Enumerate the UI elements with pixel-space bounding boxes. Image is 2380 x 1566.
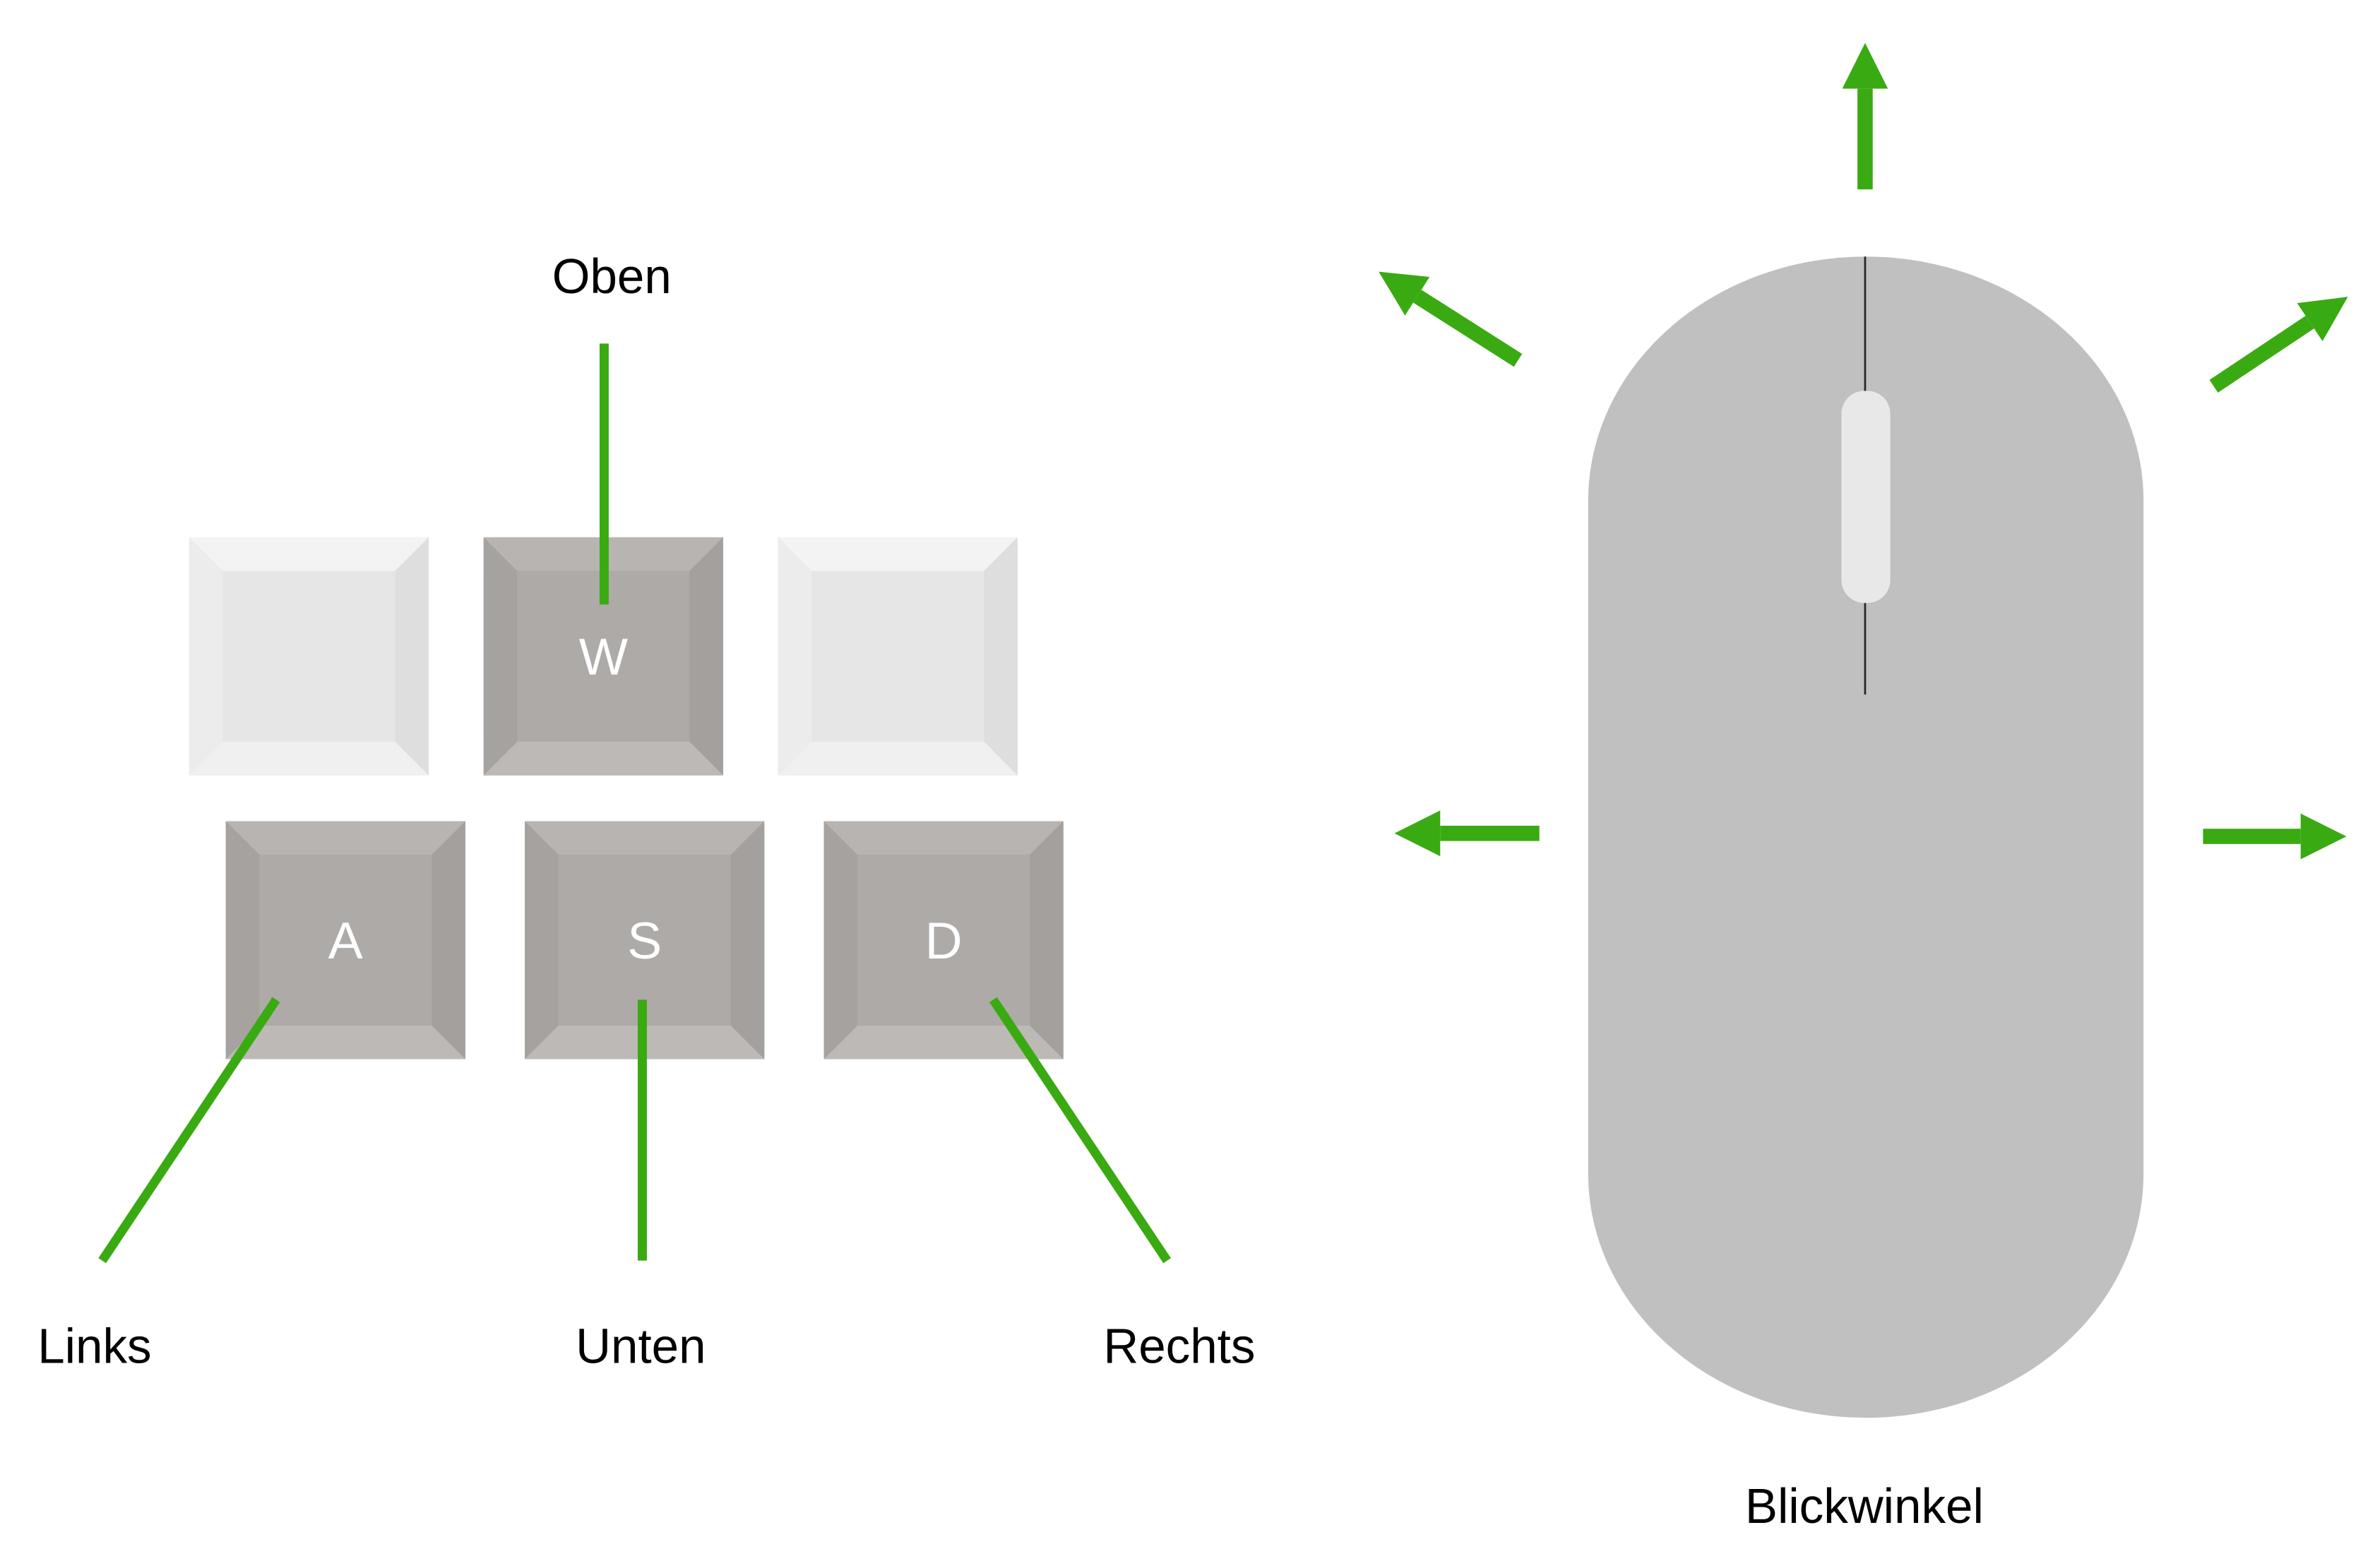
leader-line-right [989, 997, 1171, 1264]
mouse-label: Blickwinkel [1745, 1478, 1984, 1534]
s-key-letter: S [627, 912, 662, 970]
mouse-body [1588, 256, 2144, 1418]
d-key-letter: D [925, 912, 963, 970]
label-left: Links [37, 1318, 151, 1373]
keyboard-cluster: W A S [37, 249, 1255, 1373]
a-key-letter: A [328, 912, 363, 970]
arrow-up-left-icon [1379, 271, 1523, 367]
label-up: Oben [552, 249, 672, 304]
mouse-group: Blickwinkel [1379, 42, 2348, 1534]
mouse-scroll-wheel [1841, 391, 1891, 603]
label-right: Rechts [1103, 1318, 1255, 1373]
label-down: Unten [576, 1318, 706, 1373]
arrow-up-right-icon [2209, 297, 2348, 393]
w-key-letter: W [579, 628, 629, 686]
d-key: D [823, 821, 1064, 1060]
blank-key-right [778, 537, 1018, 776]
blank-key-left [189, 537, 429, 776]
leader-line-left [98, 997, 280, 1264]
